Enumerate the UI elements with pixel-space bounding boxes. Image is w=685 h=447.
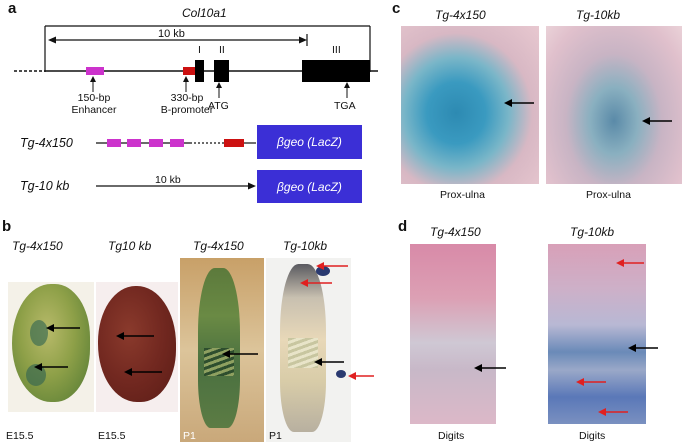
d-label-2: Tg-10kb [570,225,615,239]
histology-d-1 [410,244,496,424]
pup-photo-1 [180,258,264,442]
enhancer-size: 150-bp [77,92,111,104]
panel-b-letter: b [2,218,12,235]
panel-c-letter: c [392,0,401,17]
tga-label: TGA [334,100,356,112]
embryo-photo-1 [8,282,94,412]
exon-1 [195,60,204,82]
construct1-reporter: βgeo (LacZ) [257,125,362,159]
d-label-1: Tg-4x150 [430,225,481,239]
b-label-3: Tg-4x150 [193,239,244,253]
exon-1-label: I [198,44,201,56]
construct1-reporter-text: βgeo (LacZ) [277,135,342,149]
panel-d-letter: d [398,218,408,235]
b-stage-1: E15.5 [6,430,34,442]
construct1-name: Tg-4x150 [20,136,73,150]
panel-a-letter: a [8,0,17,17]
enhancer-box [86,67,104,75]
embryo-photo-2 [96,282,178,412]
b-stage-4: P1 [269,430,282,442]
histology-c-2 [546,26,682,184]
promoter-label: 330-bp B-promoter [152,92,222,116]
exon-3-label: III [332,44,341,56]
histology-c-1 [401,26,539,184]
construct2-reporter-text: βgeo (LacZ) [277,179,342,194]
d-caption-1: Digits [438,430,465,442]
enhancer-label: 150-bp Enhancer [56,92,132,116]
c-caption-2: Prox-ulna [586,189,631,201]
enhancer-name: Enhancer [71,104,117,116]
construct2-name: Tg-10 kb [20,179,70,193]
c-caption-1: Prox-ulna [440,189,485,201]
b-label-1: Tg-4x150 [12,239,63,253]
exon-3 [302,60,370,82]
b-label-2: Tg10 kb [108,239,152,253]
gene-name: Col10a1 [182,6,227,20]
b-label-4: Tg-10kb [283,239,328,253]
promoter-name: B-promoter [160,104,214,116]
b-stage-2: E15.5 [98,430,126,442]
atg-label: ATG [208,100,229,112]
pup-photo-2 [266,258,351,442]
c-label-2: Tg-10kb [576,8,621,22]
histology-d-2 [548,244,646,424]
c-label-1: Tg-4x150 [435,8,486,22]
construct2-span: 10 kb [155,174,181,186]
construct2-reporter: βgeo (LacZ) [257,170,362,203]
exon-2-label: II [219,44,225,56]
span-label: 10 kb [158,28,185,40]
promoter-box [183,67,195,75]
exon-2 [214,60,229,82]
b-stage-3: P1 [183,430,196,442]
d-caption-2: Digits [579,430,606,442]
promoter-size: 330-bp [170,92,204,104]
